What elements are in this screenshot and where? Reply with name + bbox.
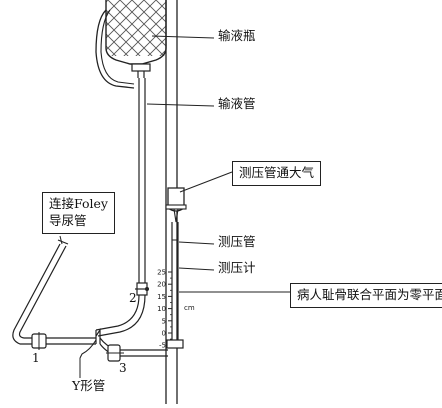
leader-lines	[59, 35, 290, 378]
label-foley-line-1: 连接Foley	[49, 196, 108, 211]
label-infusion-tubing: 输液管	[218, 96, 256, 111]
infusion-bottle	[95, 0, 167, 89]
manometer-vent-cap[interactable]	[165, 187, 187, 223]
clamp-1-number: 1	[32, 351, 40, 365]
clamp-3[interactable]	[106, 344, 124, 362]
scale-tick-label: 25	[157, 269, 166, 277]
tubing-to-junction	[95, 294, 146, 337]
label-vent: 测压管通大气	[232, 161, 322, 186]
clamp-3-number: 3	[119, 361, 127, 375]
infusion-tubing	[138, 78, 146, 290]
manometer-bottom-connector	[166, 339, 184, 349]
label-manometer: 测压计	[218, 260, 256, 275]
clamp-2-number: 2	[129, 291, 137, 305]
label-manometer-tube: 测压管	[218, 234, 256, 249]
label-foley-connection: 连接Foley 导尿管	[42, 192, 115, 234]
scale-unit: cm	[184, 304, 195, 312]
scale-tick-label: 20	[157, 281, 166, 289]
clamp-1[interactable]	[31, 332, 47, 350]
foley-connection-tube	[12, 239, 96, 345]
scale-tick-label: 15	[157, 293, 166, 301]
label-infusion-bottle: 输液瓶	[218, 28, 256, 43]
y-connector	[79, 328, 168, 359]
clamp-2[interactable]	[135, 282, 149, 296]
scale-tick-label: 0	[162, 330, 166, 338]
label-y-tube: Y形管	[72, 378, 106, 393]
label-zero-plane: 病人耻骨联合平面为零平面	[290, 283, 442, 308]
scale-tick-label: -5	[159, 342, 166, 350]
scale-tick-label: 5	[162, 317, 166, 325]
manometer-scale: 25 20 15 10 5 0 -5 cm	[157, 269, 195, 350]
scale-tick-label: 10	[157, 305, 166, 313]
label-foley-line-2: 导尿管	[49, 212, 87, 228]
